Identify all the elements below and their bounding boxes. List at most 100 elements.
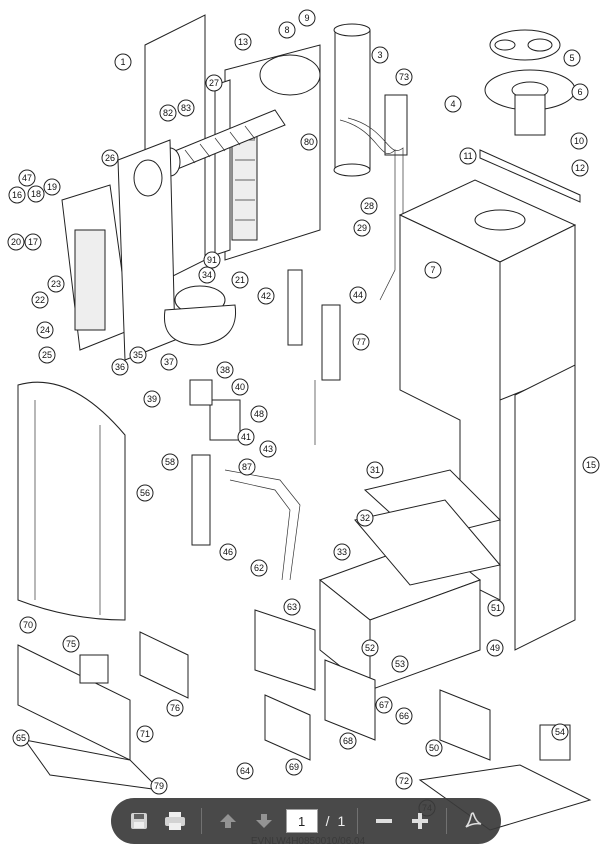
callout-16: 16: [8, 186, 26, 204]
callout-83: 83: [177, 99, 195, 117]
callout-label: 79: [154, 781, 164, 791]
callout-label: 26: [105, 153, 115, 163]
callout-7: 7: [424, 261, 442, 279]
callout-label: 11: [463, 151, 472, 161]
callout-22: 22: [31, 291, 49, 309]
callout-77: 77: [352, 333, 370, 351]
toolbar-separator: [200, 808, 202, 834]
callout-48: 48: [250, 405, 268, 423]
callout-label: 8: [284, 25, 289, 35]
callout-13: 13: [234, 33, 252, 51]
save-button[interactable]: [125, 807, 153, 835]
callout-label: 68: [343, 736, 353, 746]
callout-label: 7: [430, 265, 435, 275]
callout-21: 21: [231, 271, 249, 289]
callout-label: 4: [450, 99, 455, 109]
callout-label: 36: [115, 362, 125, 372]
callout-label: 23: [51, 279, 61, 289]
callout-79: 79: [150, 777, 168, 795]
callout-label: 66: [399, 711, 409, 721]
callout-label: 51: [491, 603, 501, 613]
water-pipes: [191, 454, 301, 581]
callout-34: 34: [198, 266, 216, 284]
callout-67: 67: [375, 696, 393, 714]
callout-8: 8: [278, 21, 296, 39]
callout-label: 50: [429, 743, 439, 753]
zoom-out-icon: [376, 819, 393, 823]
callout-52: 52: [361, 639, 379, 657]
page-number-input[interactable]: [285, 809, 318, 833]
callout-label: 25: [42, 350, 52, 360]
next-page-button[interactable]: [250, 807, 278, 835]
callout-33: 33: [333, 543, 351, 561]
callout-label: 67: [379, 700, 389, 710]
callout-42: 42: [257, 287, 275, 305]
callout-label: 1: [120, 57, 125, 67]
callout-27: 27: [205, 74, 223, 92]
callout-15: 15: [582, 456, 600, 474]
callout-82: 82: [159, 104, 177, 122]
callout-label: 76: [170, 703, 180, 713]
frame: [139, 631, 189, 699]
callout-label: 46: [223, 547, 233, 557]
callout-label: 65: [16, 733, 26, 743]
callout-23: 23: [47, 275, 65, 293]
panel-50: [439, 689, 491, 761]
save-icon: [130, 813, 147, 829]
bottom-plate: [23, 739, 162, 791]
callout-label: 3: [377, 50, 382, 60]
callout-70: 70: [19, 616, 37, 634]
zoom-out-button[interactable]: [370, 807, 398, 835]
toolbar-separator: [446, 808, 448, 834]
callout-24: 24: [36, 321, 54, 339]
print-button[interactable]: [161, 807, 189, 835]
callout-43: 43: [259, 440, 277, 458]
callout-label: 12: [575, 163, 585, 173]
fan-assembly: [163, 285, 237, 346]
callout-label: 39: [147, 394, 157, 404]
callout-6: 6: [571, 83, 589, 101]
callout-18: 18: [27, 185, 45, 203]
combustion-chamber-cover: [61, 184, 131, 351]
callout-5: 5: [563, 49, 581, 67]
side-panel: [514, 364, 576, 651]
callout-label: 19: [47, 182, 57, 192]
callout-label: 40: [235, 382, 245, 392]
callout-label: 32: [360, 513, 370, 523]
callout-53: 53: [391, 655, 409, 673]
callout-label: 6: [577, 87, 582, 97]
callout-41: 41: [237, 428, 255, 446]
callout-72: 72: [395, 772, 413, 790]
gas-pipe: [339, 94, 408, 301]
page-total: 1: [337, 813, 346, 829]
heat-exchanger: [214, 44, 321, 261]
callout-label: 28: [364, 201, 374, 211]
page-separator: /: [325, 813, 330, 829]
callout-label: 5: [569, 53, 574, 63]
arrow-down-icon: [255, 814, 272, 828]
callout-87: 87: [238, 458, 256, 476]
acrobat-button[interactable]: [459, 807, 487, 835]
callout-label: 15: [586, 460, 596, 470]
pcb-68: [324, 659, 376, 741]
callout-68: 68: [339, 732, 357, 750]
callout-49: 49: [486, 639, 504, 657]
callout-label: 82: [163, 108, 173, 118]
callout-50: 50: [425, 739, 443, 757]
callout-54: 54: [551, 723, 569, 741]
zoom-in-button[interactable]: [406, 807, 434, 835]
callout-label: 42: [261, 291, 271, 301]
callout-label: 21: [235, 275, 245, 285]
callout-9: 9: [298, 9, 316, 27]
previous-page-button[interactable]: [214, 807, 242, 835]
callout-label: 72: [399, 776, 409, 786]
callout-label: 27: [209, 78, 219, 88]
flue-pipe: [333, 23, 371, 177]
control-door: [17, 644, 131, 761]
callout-label: 91: [207, 255, 217, 265]
callout-3: 3: [371, 46, 389, 64]
callout-39: 39: [143, 390, 161, 408]
callout-label: 53: [395, 659, 405, 669]
callout-label: 83: [181, 103, 191, 113]
callout-65: 65: [12, 729, 30, 747]
